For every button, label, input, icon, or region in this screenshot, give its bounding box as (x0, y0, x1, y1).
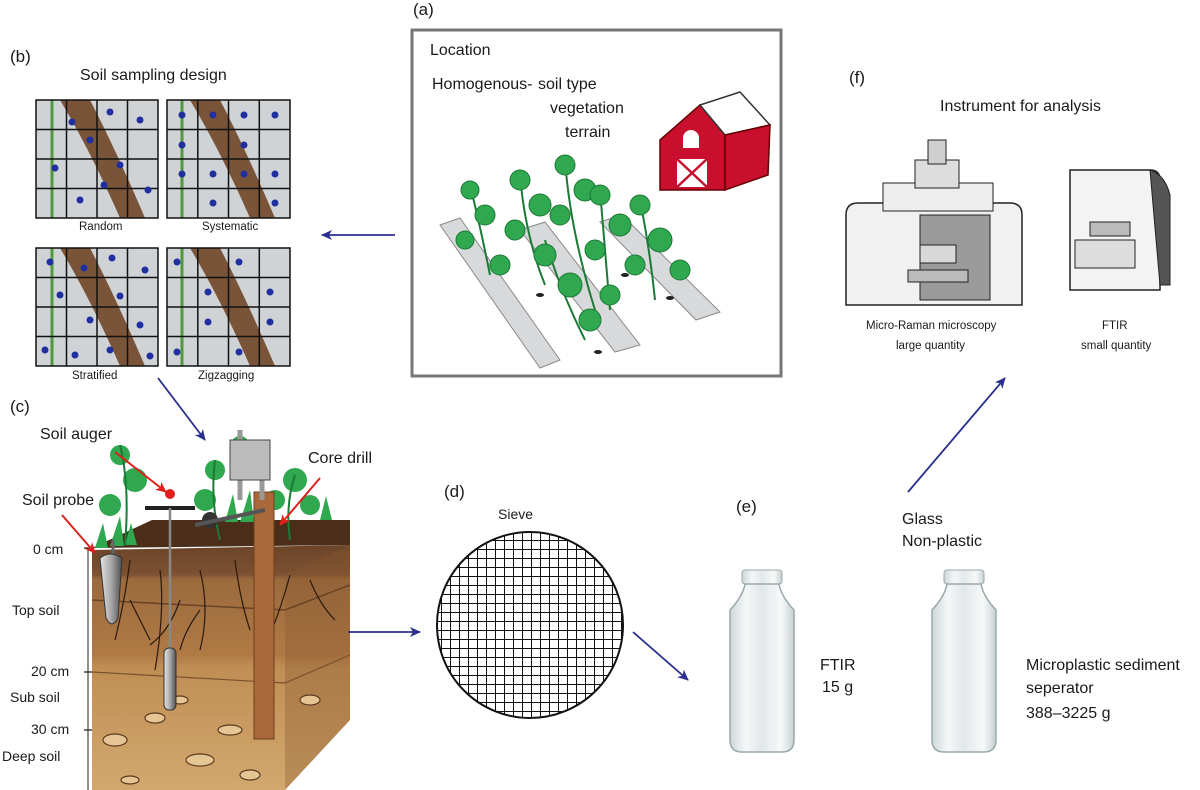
field-illustration (439, 154, 721, 369)
criterion-soil-type: soil type (538, 76, 597, 93)
soil-auger-tool (145, 506, 195, 711)
micro-raman-quantity: large quantity (896, 340, 966, 352)
panel-b-label: (b) (10, 47, 31, 66)
sieve-illustration (436, 531, 624, 719)
design-systematic-label: Systematic (202, 221, 259, 233)
bottle-ftir-mass: 15 g (822, 679, 854, 696)
location-title: Location (430, 42, 491, 59)
micro-raman-instrument (845, 139, 1023, 306)
depth-20cm: 20 cm (31, 663, 70, 679)
glass-label: Glass (902, 511, 943, 528)
separator-mass: 388–3225 g (1026, 705, 1111, 722)
depth-0cm: 0 cm (33, 541, 64, 557)
soil-auger-label: Soil auger (40, 426, 113, 443)
barn-illustration (659, 91, 772, 192)
criterion-vegetation: vegetation (550, 100, 624, 117)
instrument-title: Instrument for analysis (940, 98, 1101, 115)
bottle-separator (931, 569, 997, 753)
ftir-instrument-label: FTIR (1102, 320, 1128, 332)
bottle-ftir-label: FTIR (820, 657, 856, 674)
criterion-terrain: terrain (565, 124, 611, 141)
depth-30cm: 30 cm (31, 721, 70, 737)
soil-probe-label: Soil probe (22, 492, 95, 509)
core-drill-tool (194, 430, 275, 740)
non-plastic-label: Non-plastic (902, 533, 983, 550)
panel-c-label: (c) (10, 397, 30, 416)
auger-pointer (114, 451, 167, 493)
homogenous-label: Homogenous- (432, 76, 533, 93)
design-zigzagging-label: Zigzagging (198, 370, 255, 382)
sieve-label: Sieve (498, 506, 534, 522)
soil-block (84, 430, 351, 790)
arrow-d-to-e (632, 631, 689, 681)
soil-probe-tool (99, 540, 123, 625)
panel-a-label: (a) (413, 0, 434, 19)
ftir-instrument-quantity: small quantity (1081, 340, 1152, 352)
sampling-grids (35, 99, 291, 367)
probe-pointer (61, 514, 96, 554)
layer-top-soil: Top soil (12, 602, 60, 618)
layer-sub-soil: Sub soil (10, 689, 60, 705)
bottle-ftir (729, 569, 795, 753)
design-stratified-label: Stratified (72, 370, 118, 382)
separator-label-line2: seperator (1026, 680, 1094, 697)
arrow-e-to-f (907, 377, 1006, 493)
core-pointer (279, 477, 321, 526)
micro-raman-label: Micro-Raman microscopy (866, 320, 997, 332)
arrow-b-to-c (157, 377, 206, 441)
design-random-label: Random (79, 221, 123, 233)
layer-deep-soil: Deep soil (2, 748, 61, 764)
panel-f-label: (f) (849, 68, 866, 87)
separator-label-line1: Microplastic sediment (1026, 657, 1180, 674)
sampling-design-title: Soil sampling design (80, 67, 227, 84)
core-drill-label: Core drill (308, 450, 373, 467)
panel-e-label: (e) (736, 497, 757, 516)
ftir-instrument (1069, 169, 1171, 291)
panel-d-label: (d) (444, 482, 465, 501)
